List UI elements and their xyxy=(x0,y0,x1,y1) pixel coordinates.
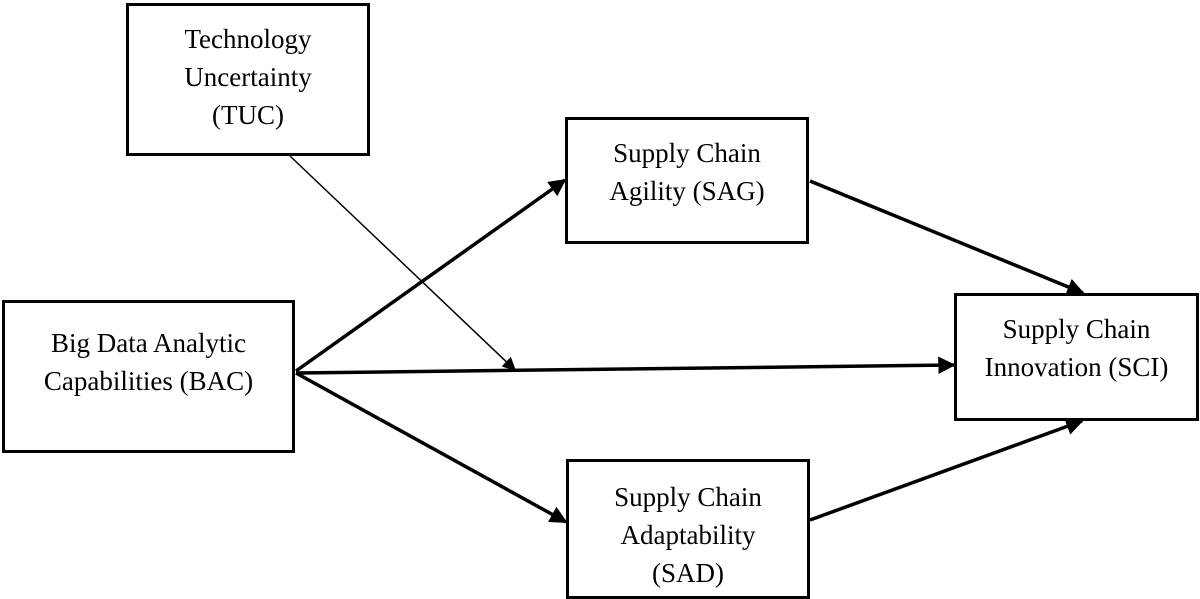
edge-bac-sag xyxy=(294,178,567,373)
node-tuc-line-2: Uncertainty xyxy=(184,62,312,92)
node-sci-line-2: Innovation (SCI) xyxy=(984,352,1169,382)
node-supply-chain-innovation: Supply Chain Innovation (SCI) xyxy=(954,293,1199,421)
node-sci-line-1: Supply Chain xyxy=(1002,314,1151,344)
node-supply-chain-adaptability: Supply Chain Adaptability (SAD) xyxy=(566,459,810,599)
node-tuc-line-1: Technology xyxy=(184,24,312,54)
node-sad-line-1: Supply Chain xyxy=(614,482,762,512)
node-bac-line-2: Capabilities (BAC) xyxy=(43,366,254,396)
edge-bac-sad xyxy=(295,371,568,524)
node-bac-line-1: Big Data Analytic xyxy=(51,328,246,358)
edge-bac-sci xyxy=(295,356,956,375)
node-sad-line-2: Adaptability xyxy=(620,520,756,550)
node-technology-uncertainty: Technology Uncertainty (TUC) xyxy=(126,3,370,156)
node-sag-line-1: Supply Chain xyxy=(613,138,761,168)
node-supply-chain-agility: Supply Chain Agility (SAG) xyxy=(565,117,809,244)
edge-tuc-moderation xyxy=(289,155,516,371)
edge-sag-sci xyxy=(809,179,1085,296)
node-sag-line-2: Agility (SAG) xyxy=(609,176,765,206)
node-sad-line-3: (SAD) xyxy=(652,558,724,588)
node-big-data-analytic-capabilities: Big Data Analytic Capabilities (BAC) xyxy=(2,300,295,453)
node-tuc-line-3: (TUC) xyxy=(212,100,284,130)
edge-sad-sci xyxy=(809,418,1084,522)
